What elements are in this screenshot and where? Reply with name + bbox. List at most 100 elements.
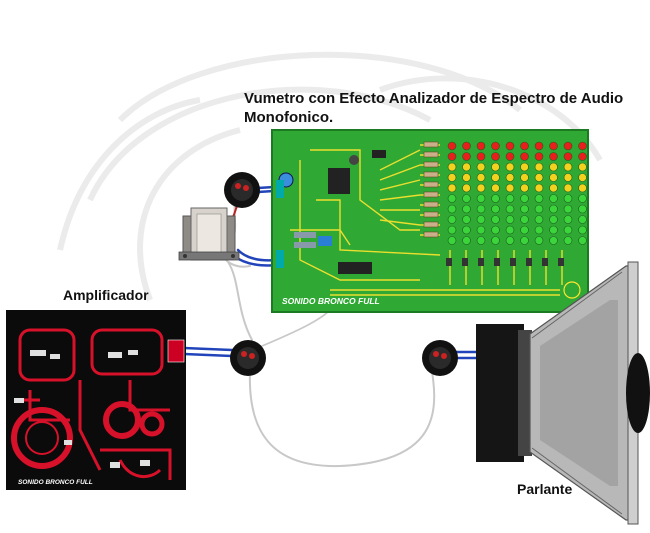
vu-ic-chip [328,168,350,194]
vu-led [462,215,471,224]
vu-led [491,236,500,245]
jack-speaker [422,340,458,376]
vu-led [447,236,457,245]
vu-led [447,162,457,172]
vu-led [563,183,573,193]
vu-led [563,162,573,172]
jack-top [224,172,260,208]
vu-led [476,173,486,182]
speaker [476,261,650,525]
vu-led [534,204,544,214]
vu-led [534,225,544,235]
vu-led [549,152,558,161]
vu-led [549,141,558,151]
vu-led [447,152,457,161]
vu-led [563,236,573,245]
vu-led [462,194,471,203]
vu-led [491,173,500,182]
vu-led [578,225,587,235]
vu-led [563,152,573,161]
vu-led [491,225,500,235]
vu-led [476,152,486,161]
vu-led [534,141,544,151]
vu-led [462,141,471,151]
diagram-title: Vumetro con Efecto Analizador de Espectr… [244,89,623,127]
vu-led [549,215,558,224]
vu-led [520,194,529,203]
wire-transformer-to-mid-jack [227,261,253,341]
vu-led [491,141,500,151]
vu-led [549,204,558,214]
vu-led [549,225,558,235]
vu-led [476,204,486,214]
vu-led [505,194,515,203]
title-line-2: Monofonico. [244,109,334,126]
vu-led [534,162,544,172]
vu-led [491,183,500,193]
vu-led [476,162,486,172]
vu-led [462,173,471,182]
vu-led [505,141,515,151]
vu-led [447,225,457,235]
amp-board-silkscreen: SONIDO BRONCO FULL [18,479,93,486]
vu-led [520,225,529,235]
vu-led [534,152,544,161]
vu-led [462,162,471,172]
vu-led [563,173,573,182]
vu-led-matrix [447,141,587,245]
vu-board-silkscreen: SONIDO BRONCO FULL [282,296,380,306]
vu-led [578,162,587,172]
vu-led [578,173,587,182]
vu-led [476,141,486,151]
vu-led [563,204,573,214]
vu-led [549,236,558,245]
vu-led [520,236,529,245]
vu-transistor-row [446,258,564,266]
vu-led [520,204,529,214]
vu-resistor-column [423,141,439,238]
speaker-dustcap [626,353,650,433]
jack-middle [230,340,266,376]
vu-led [476,215,486,224]
vu-led [476,183,486,193]
vu-led [462,236,471,245]
amplifier-board: SONIDO BRONCO FULL [6,310,186,490]
vu-led [578,141,587,151]
vu-led [476,225,486,235]
vu-led [534,236,544,245]
vu-led [520,183,529,193]
vu-led [534,173,544,182]
vu-led [462,204,471,214]
vu-led [462,183,471,193]
vu-led [505,204,515,214]
vu-led [447,141,457,151]
vu-led [505,215,515,224]
vu-led [534,194,544,203]
vu-led [447,194,457,203]
amp-board-traces [16,328,172,480]
transformer [178,207,240,261]
vu-led [505,183,515,193]
vu-led [476,236,486,245]
vu-led [447,204,457,214]
vu-led [447,173,457,182]
vu-led [578,194,587,203]
vu-led [578,215,587,224]
vu-led [447,215,457,224]
vu-capacitor-2 [349,155,359,165]
vu-led [505,162,515,172]
watermark-swirls [57,51,603,302]
vu-led [520,215,529,224]
vu-led [505,152,515,161]
vu-led [491,204,500,214]
vu-led [520,173,529,182]
vu-led [578,204,587,214]
vu-led [578,236,587,245]
vu-meter-board: SONIDO BRONCO FULL [271,129,589,313]
vu-led [563,225,573,235]
vu-led [578,152,587,161]
wire-amp-to-jack [182,346,234,352]
vu-led [491,194,500,203]
